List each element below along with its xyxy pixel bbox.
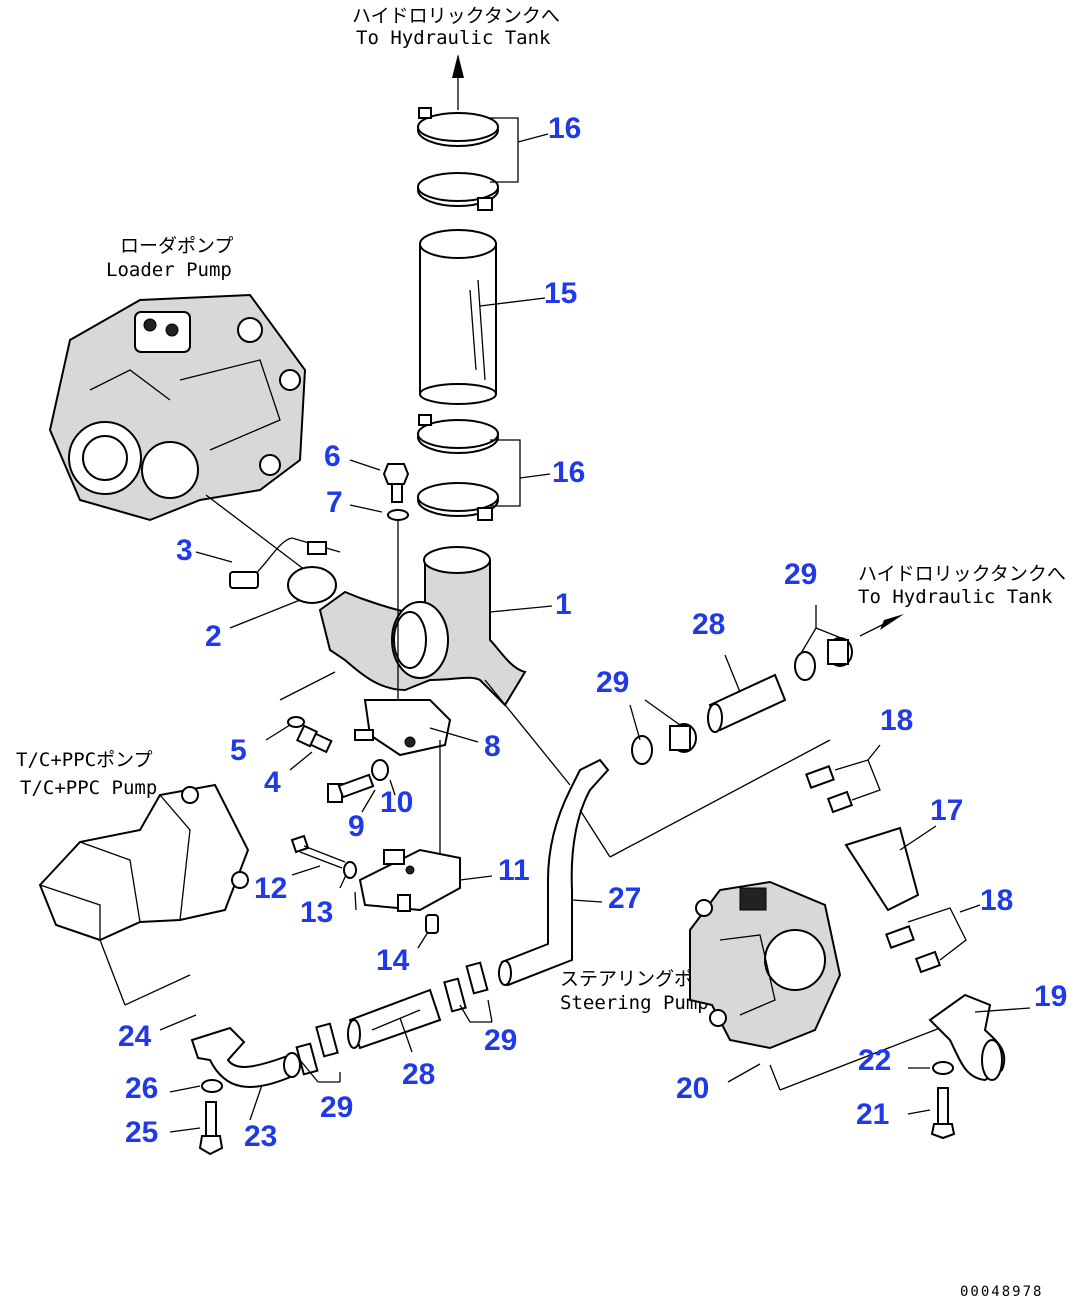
clamp-29-lower-left bbox=[295, 1022, 339, 1076]
callout: 8 bbox=[484, 730, 501, 763]
loader-pump bbox=[48, 293, 307, 522]
callout: 22 bbox=[858, 1044, 891, 1077]
coupling-18-lower bbox=[885, 925, 942, 974]
hose-17 bbox=[844, 826, 920, 912]
callout: 28 bbox=[692, 608, 725, 641]
washer-13 bbox=[343, 861, 357, 879]
washer-10 bbox=[371, 759, 389, 781]
callout: 23 bbox=[244, 1120, 277, 1153]
coupling-18-upper bbox=[805, 765, 854, 814]
callout: 13 bbox=[300, 896, 333, 929]
tc-ppc-pump bbox=[38, 783, 250, 942]
callout: 5 bbox=[230, 734, 247, 767]
callout: 18 bbox=[880, 704, 913, 737]
washer-26 bbox=[201, 1079, 223, 1093]
clamp-29-upper-right bbox=[794, 637, 853, 681]
callout: 10 bbox=[380, 786, 413, 819]
bolt-25 bbox=[198, 1101, 224, 1156]
washer-5 bbox=[287, 716, 305, 728]
pin-14 bbox=[425, 914, 439, 934]
tank-right-label-jp: ハイドロリックタンクへ bbox=[858, 563, 1066, 585]
callout: 16 bbox=[552, 456, 585, 489]
callout: 18 bbox=[980, 884, 1013, 917]
tube-1 bbox=[318, 546, 527, 707]
callout: 4 bbox=[264, 766, 281, 799]
tc-ppc-pump-label-jp: T/C+PPCポンプ bbox=[16, 749, 153, 771]
cover-plate-2 bbox=[287, 566, 337, 604]
tc-ppc-pump-label-en: T/C+PPC Pump bbox=[20, 777, 157, 799]
hose-clamp-upper bbox=[417, 107, 499, 211]
callout: 24 bbox=[118, 1020, 152, 1053]
bolt-12 bbox=[290, 834, 346, 869]
hose-15 bbox=[419, 229, 497, 405]
callout: 6 bbox=[324, 440, 341, 473]
steering-pump-label-en: Steering Pump bbox=[560, 992, 709, 1014]
callout: 29 bbox=[484, 1024, 517, 1057]
callout-numbers: 16 15 16 6 7 3 2 1 29 28 29 5 4 8 10 9 1… bbox=[118, 112, 1067, 1153]
callout: 3 bbox=[176, 534, 193, 567]
elbow-23 bbox=[190, 1026, 301, 1088]
arrow-right-icon bbox=[859, 614, 904, 637]
bracket-11 bbox=[358, 848, 461, 912]
steering-pump bbox=[689, 880, 842, 1050]
callout: 16 bbox=[548, 112, 581, 145]
hose-28-upper bbox=[707, 673, 787, 733]
hose-28-lower bbox=[347, 988, 442, 1050]
bolt-9 bbox=[327, 773, 375, 803]
callout: 12 bbox=[254, 872, 287, 905]
tank-top-label-en: To Hydraulic Tank bbox=[356, 27, 551, 49]
callout: 20 bbox=[676, 1072, 709, 1105]
callout: 1 bbox=[555, 588, 572, 621]
callout: 14 bbox=[376, 944, 410, 977]
callout: 9 bbox=[348, 810, 365, 843]
steering-pump-label-jp: ステアリングポンプ bbox=[560, 968, 730, 990]
callout: 2 bbox=[205, 620, 222, 653]
loader-pump-label-jp: ローダポンプ bbox=[120, 235, 233, 257]
bracket-8 bbox=[354, 699, 452, 757]
arrow-up-icon bbox=[452, 54, 464, 110]
callout: 11 bbox=[498, 854, 530, 887]
washer-22 bbox=[932, 1061, 954, 1075]
hose-clamp-lower bbox=[417, 414, 499, 521]
callout: 29 bbox=[596, 666, 629, 699]
callout: 25 bbox=[125, 1116, 158, 1149]
callout: 7 bbox=[326, 486, 343, 519]
elbow-19 bbox=[928, 993, 1006, 1082]
clamp-29-upper-mid bbox=[631, 723, 697, 765]
tank-top-label-jp: ハイドロリックタンクへ bbox=[352, 5, 560, 27]
callout: 27 bbox=[608, 882, 641, 915]
loader-pump-label-en: Loader Pump bbox=[106, 259, 232, 281]
callout: 21 bbox=[856, 1098, 889, 1131]
bolt-21 bbox=[930, 1087, 956, 1140]
callout: 19 bbox=[1034, 980, 1067, 1013]
bolt-6 bbox=[382, 463, 410, 503]
callout: 29 bbox=[320, 1091, 353, 1124]
callout: 26 bbox=[125, 1072, 158, 1105]
tank-right-label-en: To Hydraulic Tank bbox=[858, 586, 1053, 608]
callout: 28 bbox=[402, 1058, 435, 1091]
tube-27 bbox=[498, 758, 610, 987]
sensor-3 bbox=[229, 537, 341, 589]
clamp-29-lower-mid bbox=[443, 961, 489, 1013]
callout: 17 bbox=[930, 794, 963, 827]
callout: 15 bbox=[544, 277, 577, 310]
washer-7 bbox=[387, 509, 409, 521]
reference-number: 00048978 bbox=[960, 1284, 1043, 1300]
bolt-4 bbox=[295, 724, 333, 754]
callout: 29 bbox=[784, 558, 817, 591]
